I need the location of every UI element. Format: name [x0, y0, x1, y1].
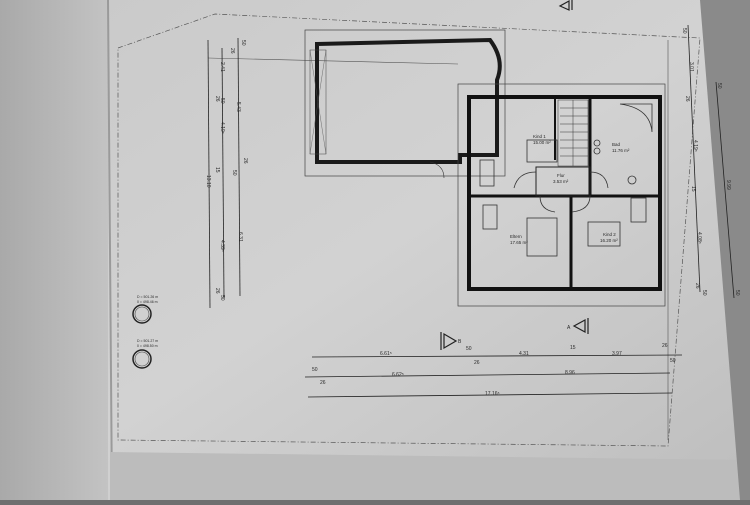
garage — [304, 29, 506, 179]
section-label-b: B — [458, 339, 462, 345]
dim-label: 3.97 — [612, 351, 622, 357]
dim-label: 4.31 — [519, 351, 529, 357]
room-kind1-area: 15.00 m² — [533, 140, 551, 145]
house-floor-plan: Kind 1 15.00 m² Bad 11.76 m² Flur 3.53 m… — [457, 83, 666, 307]
room-eltern-name: Eltern — [510, 234, 522, 239]
dimension-lines — [207, 24, 735, 398]
dim-label: 50 — [701, 290, 707, 296]
dim-label: 17.16⁵ — [485, 391, 500, 397]
dim-label: 15 — [214, 167, 220, 173]
room-kind1-name: Kind 1 — [533, 134, 546, 139]
dim-label: 6.61⁵ — [380, 351, 392, 357]
dim-label: 4.39⁵ — [219, 240, 225, 252]
dim-label: 26 — [320, 380, 326, 386]
level-2: 0 = 498.46 m — [137, 300, 158, 304]
dim-label: 6.31 — [237, 232, 243, 242]
bottom-dimension-labels: 6.61⁵ 50 26 4.31 15 3.97 26 50 50 26 6.6… — [312, 343, 676, 397]
dim-label: 50 — [219, 295, 225, 301]
room-kind2-name: Kind 2 — [603, 232, 616, 237]
dim-label: 4.19⁵ — [692, 140, 698, 152]
dim-label: 15 — [570, 345, 576, 351]
fold-line — [107, 0, 113, 501]
level-4: 0 = 498.50 m — [137, 344, 158, 348]
dim-label: 50 — [681, 28, 687, 34]
section-marker-top — [558, 0, 573, 11]
dim-label: 9.99 — [725, 180, 731, 190]
room-bad-area: 11.76 m² — [612, 148, 630, 153]
dim-label: 2.41 — [219, 62, 225, 72]
dim-label: 26 — [214, 96, 220, 102]
left-dimension-labels: 13.10 2.41 26 50 4.19⁵ 15 4.39⁵ 26 50 50… — [205, 40, 248, 301]
right-dimension-labels: 50 3.01 26 4.19⁵ 15 4.08⁵ 26 50 50 9.99 … — [681, 28, 740, 296]
level-1: D = 501.26 m — [137, 295, 158, 299]
dim-label: 50 — [670, 358, 676, 364]
dim-label: 8.96 — [565, 370, 575, 376]
right-edge-shadow — [700, 0, 750, 500]
room-bad-name: Bad — [612, 142, 621, 147]
level-markers: D = 501.26 m 0 = 498.46 m D = 501.27 m 0… — [132, 295, 158, 369]
dim-label: 26 — [214, 288, 220, 294]
dim-label: 6.62⁵ — [392, 372, 404, 378]
dim-label: 26 — [694, 283, 700, 289]
room-flur-area: 3.53 m² — [553, 179, 569, 184]
setback-line — [207, 57, 459, 65]
dim-label: 3.01 — [688, 62, 694, 72]
dim-label: 13.10 — [205, 175, 211, 188]
dim-label: 50 — [716, 83, 722, 89]
dim-label: 50 — [312, 367, 318, 373]
section-marker-a — [572, 318, 589, 334]
section-marker-b — [440, 332, 458, 350]
section-label-a: A — [567, 325, 571, 331]
dim-label: 50 — [240, 40, 246, 46]
dim-label: 4.19⁵ — [219, 122, 225, 134]
dim-label: 50 — [734, 290, 740, 296]
dim-label: 26 — [684, 96, 690, 102]
dim-label: 15 — [690, 186, 696, 192]
site-boundary — [117, 13, 701, 447]
level-3: D = 501.27 m — [137, 339, 158, 343]
dim-label: 50 — [466, 346, 472, 352]
room-labels: Kind 1 15.00 m² Bad 11.76 m² Flur 3.53 m… — [510, 134, 630, 245]
room-eltern-area: 17.65 m² — [510, 240, 528, 245]
room-kind2-area: 16.20 m² — [600, 238, 618, 243]
dim-label: 26 — [229, 48, 235, 54]
bottom-paper-fold — [110, 452, 750, 500]
dim-label: 26 — [474, 360, 480, 366]
dim-label: 50 — [231, 170, 237, 176]
room-flur-name: Flur — [557, 173, 565, 178]
dim-label: 4.08⁵ — [696, 232, 702, 244]
dim-label: 5.43 — [235, 102, 241, 112]
dim-label: 26 — [242, 158, 248, 164]
left-paper-fold — [0, 0, 108, 500]
dim-label: 26 — [662, 343, 668, 349]
dim-label: 50 — [219, 98, 225, 104]
